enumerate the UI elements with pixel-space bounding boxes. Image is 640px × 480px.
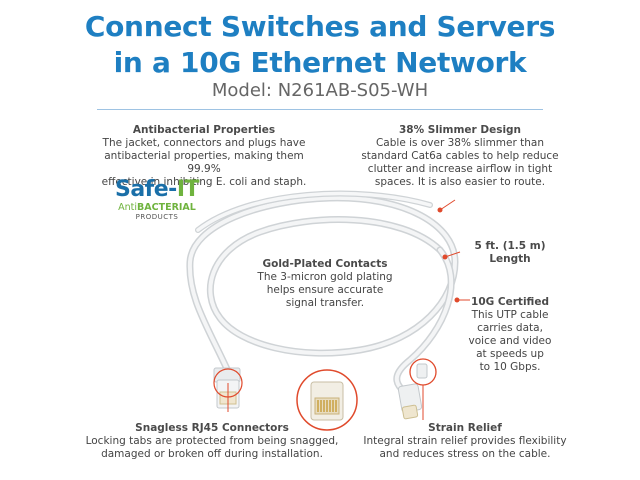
model-number: Model: N261AB-S05-WH (211, 80, 429, 101)
feature-text: clutter and increase airflow in tight (367, 163, 553, 175)
feature-gold-contacts: Gold-Plated Contacts The 3-micron gold p… (240, 258, 410, 310)
feature-strain-relief: Strain Relief Integral strain relief pro… (350, 422, 580, 461)
feature-heading: Strain Relief (428, 422, 502, 434)
snagless-callout-circle (213, 368, 243, 398)
feature-heading: Antibacterial Properties (132, 124, 276, 136)
feature-text: antibacterial properties, making them 99… (104, 150, 304, 175)
feature-heading: 38% Slimmer Design (398, 124, 522, 136)
feature-snagless-connectors: Snagless RJ45 Connectors Locking tabs ar… (82, 422, 342, 461)
feature-text: The jacket, connectors and plugs have (102, 137, 306, 149)
page-title-line2: in a 10G Ethernet Network (113, 46, 527, 79)
feature-text: spaces. It is also easier to route. (374, 176, 546, 188)
feature-text: at speeds up (476, 348, 544, 360)
feature-slimmer-design: 38% Slimmer Design Cable is over 38% sli… (360, 124, 560, 189)
feature-heading: 10G Certified (471, 296, 549, 308)
feature-text: damaged or broken off during installatio… (101, 448, 323, 460)
cable-coil (186, 190, 459, 396)
feature-heading: Snagless RJ45 Connectors (135, 422, 289, 434)
feature-10g-certified: 10G Certified This UTP cable carries dat… (465, 296, 555, 374)
strain-relief-boot (416, 363, 428, 379)
logo-brand-main: Safe- (114, 177, 177, 202)
feature-text: and reduces stress on the cable. (379, 448, 551, 460)
logo-tagline-sub: PRODUCTS (135, 213, 179, 221)
feature-text: The 3-micron gold plating (257, 271, 393, 283)
feature-text: standard Cat6a cables to help reduce (361, 150, 559, 162)
header-divider (97, 109, 543, 110)
page-title-line1: Connect Switches and Servers (84, 10, 556, 43)
safe-it-logo: Safe-IT AntiBACTERIAL PRODUCTS (112, 178, 202, 222)
feature-text: effective in inhibiting E. coli and stap… (101, 176, 307, 188)
feature-length: 5 ft. (1.5 m) Length (460, 240, 560, 266)
callout-dots (437, 207, 460, 303)
feature-text: Cable is over 38% slimmer than (375, 137, 545, 149)
feature-text: helps ensure accurate (266, 284, 384, 296)
feature-text: signal transfer. (285, 297, 365, 309)
logo-tagline-bold: BACTERIAL (137, 202, 196, 213)
feature-heading: Gold-Plated Contacts (262, 258, 388, 270)
feature-text: Integral strain relief provides flexibil… (363, 435, 567, 447)
feature-heading: Length (489, 253, 531, 265)
logo-brand-accent: IT (176, 177, 200, 202)
feature-text: This UTP cable (471, 309, 549, 321)
logo-tagline-prefix: Anti (118, 202, 138, 213)
feature-text: Locking tabs are protected from being sn… (85, 435, 339, 447)
feature-text: carries data, (477, 322, 543, 334)
feature-heading: 5 ft. (1.5 m) (474, 240, 546, 252)
rj45-connector-right (397, 383, 423, 420)
feature-text: to 10 Gbps. (479, 361, 541, 373)
feature-antibacterial: Antibacterial Properties The jacket, con… (88, 124, 320, 189)
feature-text: voice and video (468, 335, 552, 347)
gold-contacts-closeup (296, 369, 358, 431)
